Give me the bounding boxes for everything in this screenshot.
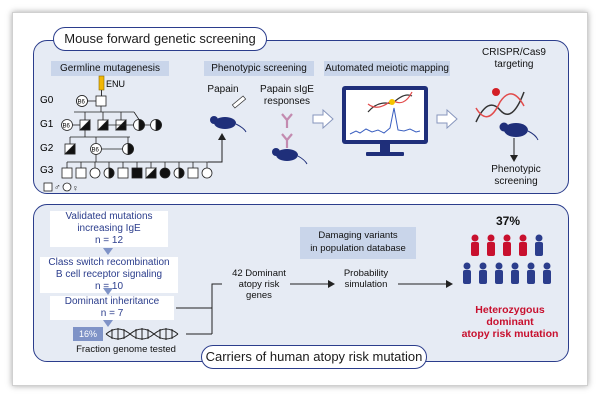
dominant-genes-label: 42 Dominant atopy risk genes (226, 268, 292, 301)
dominant-line1: 42 Dominant (232, 268, 286, 279)
crispr-header-line1: CRISPR/Cas9 (482, 47, 546, 58)
gen-label-g2: G2 (40, 143, 54, 154)
funnel-arrow-2 (103, 288, 113, 295)
hetero-line3: atopy risk mutation (461, 328, 559, 340)
hetero-line1: Heterozygous (475, 304, 545, 316)
fraction-pct-badge: 16% (73, 327, 103, 341)
dominant-inheritance-box: Dominant inheritance n = 7 (50, 296, 174, 320)
gen-label-g1: G1 (40, 119, 54, 130)
damaging-variants-box: Damaging variants in population database (300, 227, 416, 259)
legend-male-icon: ♂ (54, 182, 61, 192)
mouse-icon-papain (210, 116, 247, 133)
b6-label-g1: B6 (63, 124, 71, 130)
block-arrow-2 (436, 108, 458, 130)
dominant-line2: atopy risk (238, 279, 280, 290)
damaging-line1: Damaging variants (318, 230, 398, 241)
class-switch-box: Class switch recombination B cell recept… (40, 257, 178, 293)
b6-label-g0: B6 (78, 100, 86, 106)
hetero-line2: dominant (486, 316, 534, 328)
gen-label-g0: G0 (40, 95, 54, 106)
pedigree-arrow-head (218, 133, 226, 140)
population-people-icons (463, 234, 551, 284)
crispr-header-line2: targeting (494, 59, 534, 70)
pedigree-to-phenotype-arrow (208, 138, 223, 163)
phenotypic-screening-line1: Phenotypic (491, 164, 541, 175)
funnel-bracket (176, 283, 222, 309)
percent-label: 37% (495, 214, 521, 228)
sige-label: Papain sIgE responses (256, 84, 318, 108)
prob-line1: Probability (343, 268, 389, 279)
sige-label-line2: responses (263, 96, 311, 107)
box2-line3: n = 10 (94, 281, 124, 292)
funnel-arrow-1 (103, 248, 113, 255)
mouse-icon-crispr (499, 122, 539, 141)
b6-label-g2: B6 (92, 148, 100, 154)
pedigree (61, 95, 213, 179)
phenotypic-screening-line2: screening (494, 176, 538, 187)
block-arrow-1 (312, 108, 334, 130)
crispr-header: CRISPR/Cas9 targeting (470, 47, 558, 71)
box2-line2: B cell receptor signaling (55, 269, 163, 280)
box3-line2: n = 7 (100, 308, 124, 319)
pedigree-legend (43, 182, 72, 192)
antibody-icon (281, 113, 293, 148)
gen-label-g3: G3 (40, 165, 54, 176)
box1-line3: n = 12 (94, 235, 124, 246)
probability-label: Probability simulation (334, 268, 398, 290)
dominant-line3: genes (246, 290, 272, 301)
crispr-down-arrow-head (510, 155, 518, 162)
phenotypic-screening-label: Phenotypic screening (484, 164, 548, 188)
box1-line1: Validated mutations (65, 211, 153, 222)
box3-line1: Dominant inheritance (64, 296, 160, 307)
probability-arrow-head (446, 280, 453, 288)
box2-line1: Class switch recombination (48, 257, 170, 268)
genes-arrow-head (328, 280, 335, 288)
b6-badge-g0 (76, 95, 88, 107)
meiotic-header: Automated meiotic mapping (324, 61, 450, 76)
mouse-icon-sige (272, 148, 308, 165)
monitor-icon (342, 86, 428, 156)
funnel-arrow-3 (103, 320, 113, 327)
enu-label: ENU (106, 79, 125, 89)
damaging-line2: in population database (310, 243, 406, 254)
legend-female-icon: ♀ (72, 183, 79, 193)
papain-syringe-icon (231, 95, 247, 109)
dna-crispr-icon (475, 88, 525, 123)
bottom-title: Carriers of human atopy risk mutation (201, 345, 427, 369)
dna-strip-icon (105, 328, 179, 340)
box1-line2: increasing IgE (77, 223, 141, 234)
top-title: Mouse forward genetic screening (53, 27, 267, 51)
heterozygous-label: Heterozygous dominant atopy risk mutatio… (452, 304, 568, 340)
sige-label-line1: Papain sIgE (260, 84, 314, 95)
validated-mutations-box: Validated mutations increasing IgE n = 1… (50, 211, 168, 247)
phenotypic-header: Phenotypic screening (204, 61, 314, 76)
papain-label: Papain (207, 84, 239, 95)
prob-line2: simulation (344, 279, 388, 290)
fraction-label: Fraction genome tested (76, 344, 176, 355)
germline-header: Germline mutagenesis (51, 61, 169, 76)
